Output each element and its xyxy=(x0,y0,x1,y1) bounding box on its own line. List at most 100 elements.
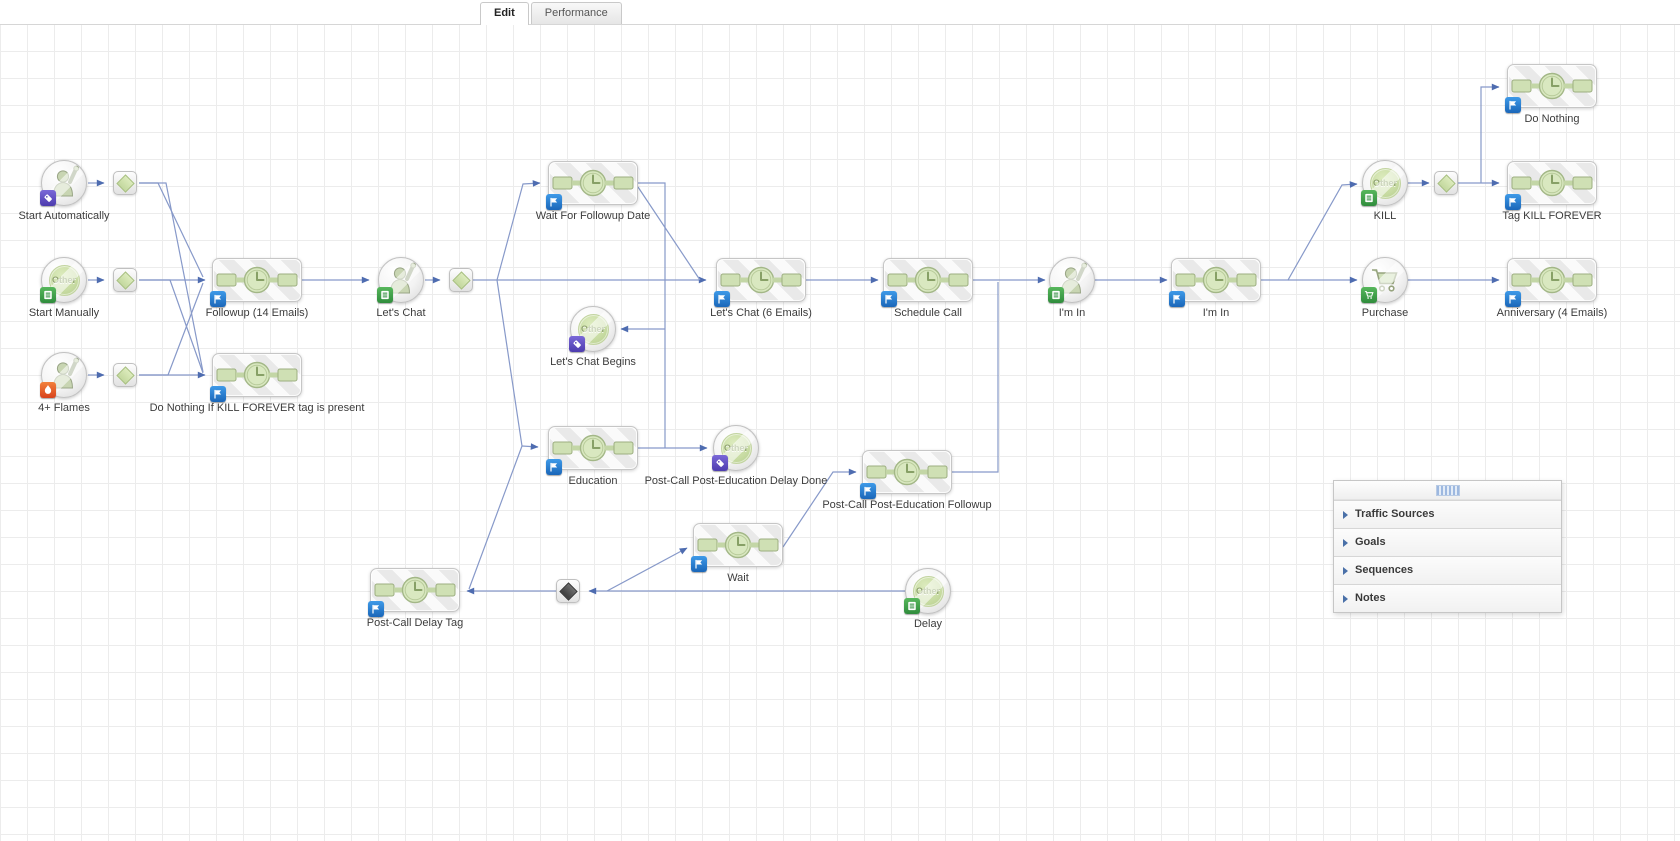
sequence-timer-icon xyxy=(549,162,637,204)
sequence-timer-icon xyxy=(863,451,951,493)
toolbox-item-goals[interactable]: Goals xyxy=(1334,528,1561,556)
sequence-timer-icon xyxy=(694,524,782,566)
node-label: Post-Call Delay Tag xyxy=(366,617,464,629)
node-merge-diamond[interactable] xyxy=(556,579,580,603)
sequence-timer-icon xyxy=(213,259,301,301)
node-label: Start Manually xyxy=(28,307,100,319)
caret-right-icon xyxy=(1343,538,1348,547)
node-decision-start-automatically[interactable] xyxy=(113,171,137,195)
node-lets-chat[interactable] xyxy=(377,257,424,303)
node-label: Start Automatically xyxy=(18,210,110,222)
flag-blue-badge-icon xyxy=(860,483,876,499)
node-tag-kill-forever[interactable] xyxy=(1505,161,1597,210)
flag-blue-badge-icon xyxy=(691,556,707,572)
caret-right-icon xyxy=(1343,510,1348,519)
cart-green-badge-icon xyxy=(1361,287,1377,303)
node-label: I'm In xyxy=(1058,307,1086,319)
node-label: Post-Call Post-Education Followup xyxy=(822,499,992,511)
tab-performance[interactable]: Performance xyxy=(530,2,622,24)
node-label: Delay xyxy=(913,618,943,630)
caret-right-icon xyxy=(1343,594,1348,603)
node-lets-chat-begins[interactable]: Other xyxy=(569,306,616,352)
flag-blue-badge-icon xyxy=(210,386,226,402)
node-wait[interactable] xyxy=(691,523,783,572)
node-label: I'm In xyxy=(1202,307,1230,319)
list-green-badge-icon xyxy=(1361,190,1377,206)
node-label: Do Nothing If KILL FOREVER tag is presen… xyxy=(149,402,365,414)
node-education[interactable] xyxy=(546,426,638,475)
sequence-timer-icon xyxy=(884,259,972,301)
node-label: Wait For Followup Date xyxy=(535,210,651,222)
node-post-call-post-education-followup[interactable] xyxy=(860,450,952,499)
list-green-badge-icon xyxy=(377,287,393,303)
node-label: KILL xyxy=(1373,210,1397,222)
toolbox-item-label: Notes xyxy=(1355,592,1386,604)
toolbox-item-label: Goals xyxy=(1355,536,1386,548)
node-label: Do Nothing xyxy=(1524,113,1580,125)
flag-blue-badge-icon xyxy=(546,194,562,210)
node-post-call-post-education-delay-done[interactable]: Other xyxy=(712,425,759,471)
node-label: Post-Call Post-Education Delay Done xyxy=(644,475,828,487)
node-start-automatically[interactable] xyxy=(40,160,87,206)
node-decision-start-manually[interactable] xyxy=(113,268,137,292)
node-post-call-delay-tag[interactable] xyxy=(368,568,460,617)
node-followup-14-emails[interactable] xyxy=(210,258,302,307)
flag-blue-badge-icon xyxy=(546,459,562,475)
node-label: Let's Chat (6 Emails) xyxy=(710,307,812,319)
sequence-timer-icon xyxy=(1172,259,1260,301)
sequence-timer-icon xyxy=(549,427,637,469)
node-lets-chat-6-emails[interactable] xyxy=(714,258,806,307)
node-label: Let's Chat xyxy=(376,307,426,319)
flag-blue-badge-icon xyxy=(368,601,384,617)
tab-edit[interactable]: Edit xyxy=(480,2,529,25)
node-kill[interactable]: Other xyxy=(1361,160,1408,206)
toolbox-item-traffic-sources[interactable]: Traffic Sources xyxy=(1334,500,1561,528)
merge-diamond-icon xyxy=(558,582,578,601)
toolbox-item-notes[interactable]: Notes xyxy=(1334,584,1561,612)
node-label: Let's Chat Begins xyxy=(550,356,636,368)
sequence-timer-icon xyxy=(213,354,301,396)
flag-blue-badge-icon xyxy=(1505,194,1521,210)
flag-blue-badge-icon xyxy=(1505,291,1521,307)
node-im-in-sequence[interactable] xyxy=(1169,258,1261,307)
toolbox-item-label: Traffic Sources xyxy=(1355,508,1435,520)
node-anniversary-4-emails[interactable] xyxy=(1505,258,1597,307)
node-label: Wait xyxy=(727,572,749,584)
decision-diamond-icon xyxy=(115,271,135,290)
node-schedule-call[interactable] xyxy=(881,258,973,307)
node-start-manually[interactable]: Other xyxy=(40,257,87,303)
node-purchase[interactable] xyxy=(1361,257,1408,303)
node-decision-four-plus-flames[interactable] xyxy=(113,363,137,387)
tag-purple-badge-icon xyxy=(40,190,56,206)
decision-diamond-icon xyxy=(115,366,135,385)
flag-blue-badge-icon xyxy=(1505,97,1521,113)
node-label: Schedule Call xyxy=(894,307,962,319)
node-label: Education xyxy=(568,475,618,487)
view-tabs: Edit Performance xyxy=(480,2,624,25)
sequence-timer-icon xyxy=(1508,162,1596,204)
decision-diamond-icon xyxy=(115,174,135,193)
caret-right-icon xyxy=(1343,566,1348,575)
node-label: Tag KILL FOREVER xyxy=(1502,210,1602,222)
sequence-timer-icon xyxy=(717,259,805,301)
sequence-timer-icon xyxy=(1508,65,1596,107)
node-decision-kill[interactable] xyxy=(1434,171,1458,195)
node-label: Anniversary (4 Emails) xyxy=(1496,307,1608,319)
node-wait-for-followup-date[interactable] xyxy=(546,161,638,210)
node-do-nothing[interactable] xyxy=(1505,64,1597,113)
toolbox-item-sequences[interactable]: Sequences xyxy=(1334,556,1561,584)
node-do-nothing-if-kill-forever[interactable] xyxy=(210,353,302,402)
node-decision-lets-chat[interactable] xyxy=(449,268,473,292)
node-im-in-goal[interactable] xyxy=(1048,257,1095,303)
decision-diamond-icon xyxy=(451,271,471,290)
flag-blue-badge-icon xyxy=(714,291,730,307)
tag-purple-badge-icon xyxy=(712,455,728,471)
node-delay[interactable]: Other xyxy=(904,568,951,614)
flame-orange-badge-icon xyxy=(40,382,56,398)
toolbox-item-label: Sequences xyxy=(1355,564,1414,576)
node-four-plus-flames[interactable] xyxy=(40,352,87,398)
toolbox-panel: Traffic Sources Goals Sequences Notes xyxy=(1333,480,1562,613)
panel-drag-grip-icon[interactable] xyxy=(1435,484,1460,496)
